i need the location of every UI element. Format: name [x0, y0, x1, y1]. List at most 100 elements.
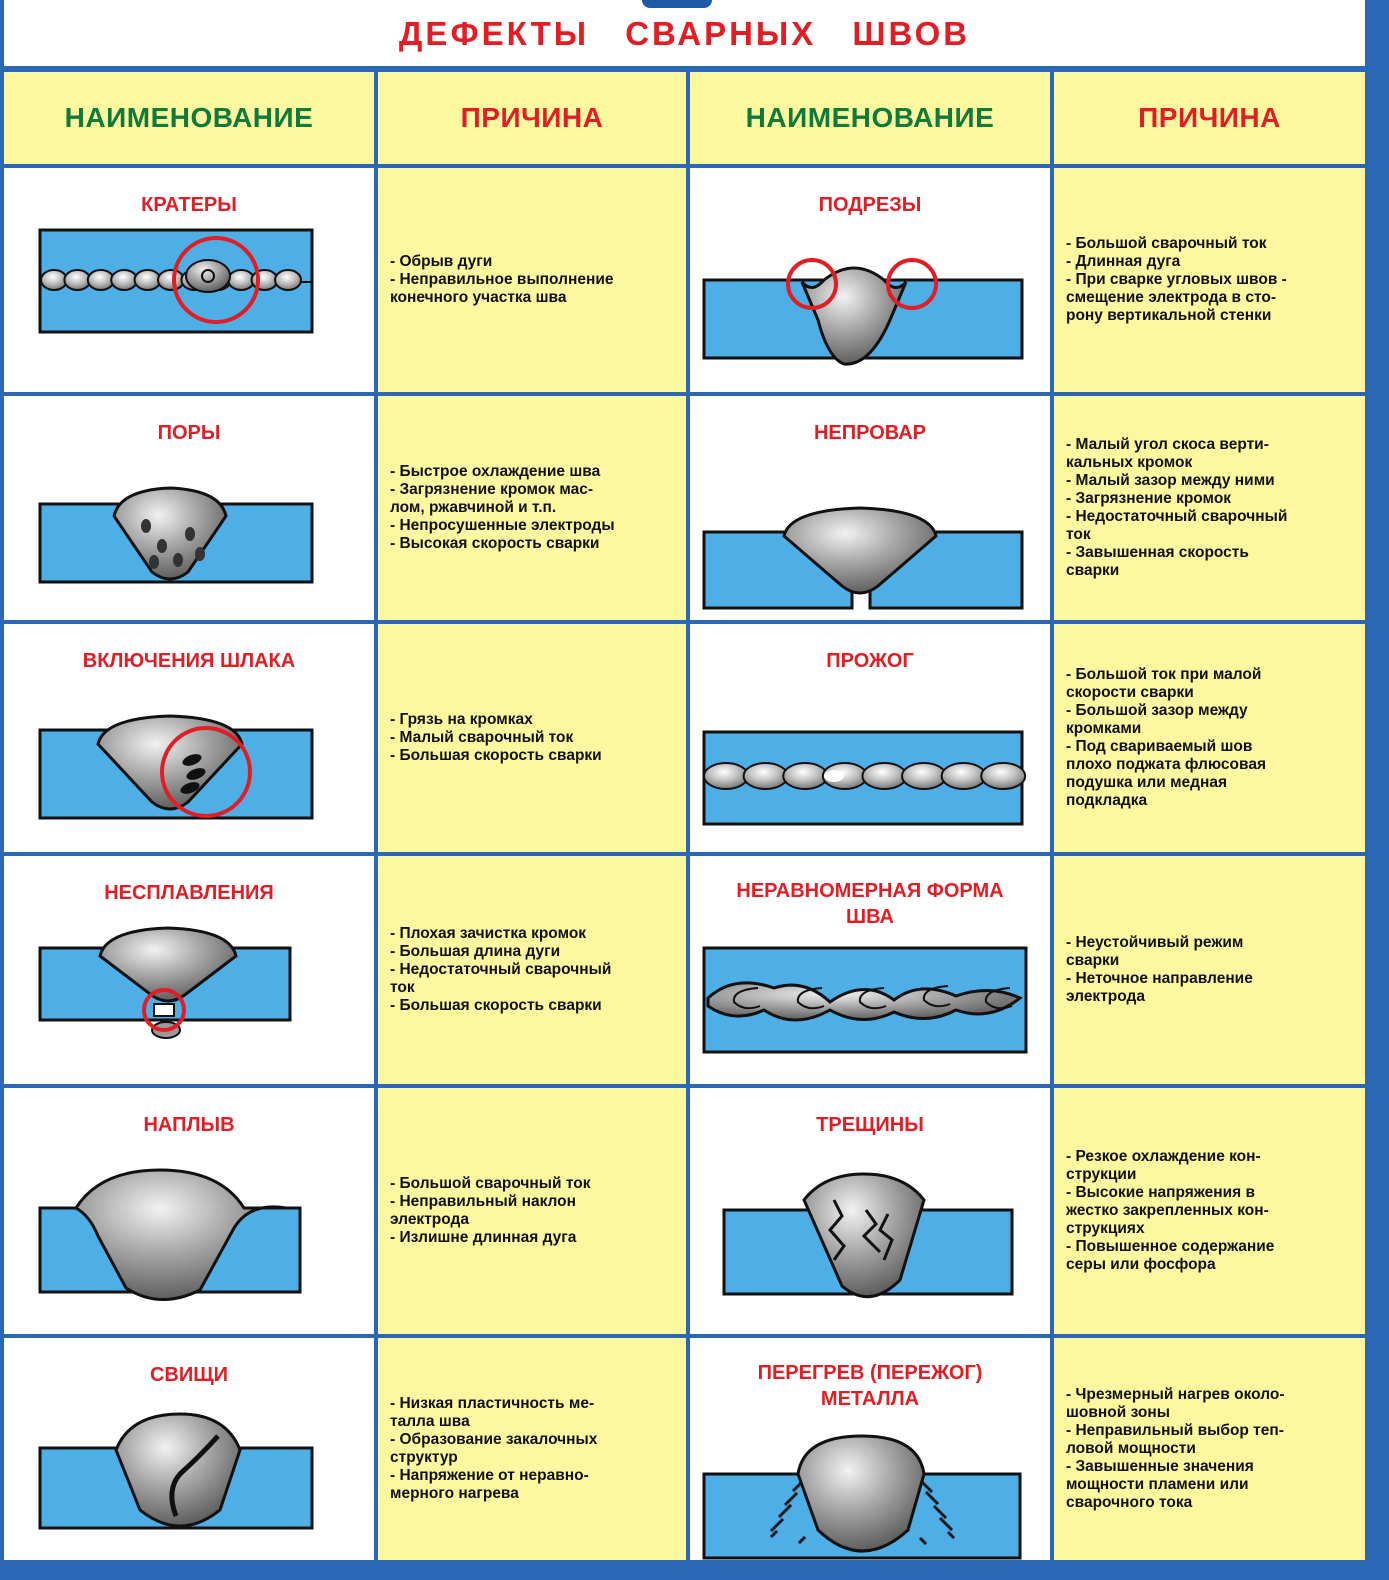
cause-cell-left-2: - Быстрое охлаждение шва- Загрязнение кр…	[378, 396, 686, 620]
title-bar: ДЕФЕКТЫ СВАРНЫХ ШВОВ	[4, 0, 1365, 70]
cause-line: - Большая скорость сварки	[390, 747, 602, 764]
header-cause-left: ПРИЧИНА	[378, 72, 686, 164]
defect-name: СВИЩИ	[149, 1364, 229, 1386]
defect-highlight-circle	[142, 988, 186, 1032]
cause-line: - Загрязнение кромок мас-	[390, 481, 594, 498]
cause-line: - Грязь на кромках	[390, 711, 533, 728]
cause-list: - Низкая пластичность ме-талла шва- Обра…	[390, 1338, 680, 1560]
cause-line: - Большой зазор между	[1066, 702, 1248, 719]
cause-list: - Быстрое охлаждение шва- Загрязнение кр…	[390, 396, 680, 620]
cause-line: лом, ржавчиной и т.п.	[390, 499, 557, 516]
defect-name: НЕПРОВАР	[813, 422, 927, 444]
defect-highlight-circle-right	[886, 258, 938, 310]
cause-line: - Завышенная скорость	[1066, 544, 1249, 561]
undercut-weld-illustration	[702, 258, 1024, 366]
cause-line: рону вертикальной стенки	[1066, 307, 1272, 324]
defect-name: НЕСПЛАВЛЕНИЯ	[104, 882, 274, 904]
defect-name: ПЕРЕГРЕВ (ПЕРЕЖОГ) МЕТАЛЛА	[757, 1362, 983, 1410]
cause-line: - Неточное направление	[1066, 970, 1253, 987]
overlap-weld-illustration	[38, 1168, 302, 1301]
defect-cell-right-2: НЕПРОВАР	[690, 396, 1050, 620]
defect-name: ПОРЫ	[157, 422, 221, 444]
cause-list: - Чрезмерный нагрев около-шовной зоны- Н…	[1066, 1338, 1359, 1560]
cause-line: конечного участка шва	[390, 289, 567, 306]
defect-cell-left-5: НАПЛЫВ	[4, 1088, 374, 1334]
cause-line: - Резкое охлаждение кон-	[1066, 1148, 1261, 1165]
defect-name: ВКЛЮЧЕНИЯ ШЛАКА	[82, 650, 296, 672]
cause-line: - Образование закалочных	[390, 1431, 598, 1448]
cause-cell-right-1: - Большой сварочный ток- Длинная дуга- П…	[1054, 168, 1365, 392]
cause-line: струкции	[1066, 1166, 1137, 1183]
cause-cell-left-3: - Грязь на кромках- Малый сварочный ток-…	[378, 624, 686, 852]
cause-cell-right-6: - Чрезмерный нагрев около-шовной зоны- Н…	[1054, 1338, 1365, 1560]
cause-line: сварочного тока	[1066, 1494, 1193, 1511]
cause-list: - Большой сварочный ток- Неправильный на…	[390, 1088, 680, 1334]
cause-line: - Излишне длинная дуга	[390, 1229, 577, 1246]
cause-line: кромками	[1066, 720, 1142, 737]
cause-line: - Недостаточный сварочный	[1066, 508, 1288, 525]
cause-line: - Малый угол скоса верти-	[1066, 436, 1269, 453]
cause-line: электрода	[1066, 988, 1145, 1005]
cause-line: структур	[390, 1449, 458, 1466]
cause-cell-right-5: - Резкое охлаждение кон-струкции- Высоки…	[1054, 1088, 1365, 1334]
cause-line: - Недостаточный сварочный	[390, 961, 612, 978]
cause-line: - Низкая пластичность ме-	[390, 1395, 595, 1412]
cause-line: - Неправильный наклон	[390, 1193, 576, 1210]
cracks-weld-illustration	[722, 1172, 1014, 1299]
cause-line: - Высокие напряжения в	[1066, 1184, 1256, 1201]
cause-line: мощности пламени или	[1066, 1476, 1249, 1493]
cause-line: - Большой сварочный ток	[390, 1175, 591, 1192]
header-name-left: НАИМЕНОВАНИЕ	[4, 72, 374, 164]
title-tab	[642, 0, 712, 8]
cause-line: ток	[1066, 526, 1091, 543]
cause-line: - Завышенные значения	[1066, 1458, 1254, 1475]
cause-list: - Грязь на кромках- Малый сварочный ток-…	[390, 624, 680, 852]
cause-line: серы или фосфора	[1066, 1256, 1216, 1273]
cause-line: - Неустойчивый режим	[1066, 934, 1244, 951]
cause-list: - Малый угол скоса верти-кальных кромок -…	[1066, 396, 1359, 620]
cause-line: - При сварке угловых швов -	[1066, 271, 1287, 288]
defect-highlight-circle	[172, 236, 260, 324]
defect-cell-right-1: ПОДРЕЗЫ	[690, 168, 1050, 392]
cause-list: - Резкое охлаждение кон-струкции- Высоки…	[1066, 1088, 1359, 1334]
cause-line: - Быстрое охлаждение шва	[390, 463, 601, 480]
cause-line: - Большой сварочный ток	[1066, 235, 1267, 252]
page-title: ДЕФЕКТЫ СВАРНЫХ ШВОВ	[398, 15, 971, 52]
lack-of-fusion-weld-illustration	[38, 926, 292, 1039]
cause-list: - Плохая зачистка кромок- Большая длина …	[390, 856, 680, 1084]
overheating-weld-illustration	[702, 1434, 1022, 1560]
incomplete-penetration-weld-illustration	[702, 506, 1024, 610]
cause-line: - Большая длина дуги	[390, 943, 561, 960]
defect-name: НЕРАВНОМЕРНАЯ ФОРМА ШВА	[736, 880, 1004, 928]
cause-line: струкциях	[1066, 1220, 1145, 1237]
cause-line: - Загрязнение кромок	[1066, 490, 1232, 507]
cause-cell-right-2: - Малый угол скоса верти-кальных кромок -…	[1054, 396, 1365, 620]
cause-line: подушка или медная	[1066, 774, 1228, 791]
cause-line: - Большой ток при малой	[1066, 666, 1262, 683]
cause-line: - Длинная дуга	[1066, 253, 1181, 270]
defect-cell-left-1: КРАТЕРЫ	[4, 168, 374, 392]
uneven-bead-weld-illustration	[702, 946, 1028, 1054]
cause-line: плохо поджата флюсовая	[1066, 756, 1267, 773]
cause-list: - Большой сварочный ток- Длинная дуга- П…	[1066, 168, 1359, 392]
cause-line: шовной зоны	[1066, 1404, 1170, 1421]
cause-line: кальных кромок	[1066, 454, 1193, 471]
cause-line: - Напряжение от неравно-	[390, 1467, 589, 1484]
defect-cell-left-3: ВКЛЮЧЕНИЯ ШЛАКА	[4, 624, 374, 852]
cause-line: ток	[390, 979, 415, 996]
cause-line: - Повышенное содержание	[1066, 1238, 1275, 1255]
cause-line: подкладка	[1066, 792, 1148, 809]
cause-line: смещение электрода в сто-	[1066, 289, 1276, 306]
cause-line: мерного нагрева	[390, 1485, 519, 1502]
burn-through-weld-illustration	[702, 730, 1027, 826]
defect-name: ТРЕЩИНЫ	[816, 1114, 924, 1136]
defect-name: ПРОЖОГ	[826, 650, 914, 672]
defect-cell-left-2: ПОРЫ	[4, 396, 374, 620]
cause-cell-left-6: - Низкая пластичность ме-талла шва- Обра…	[378, 1338, 686, 1560]
cause-line: скорости сварки	[1066, 684, 1194, 701]
